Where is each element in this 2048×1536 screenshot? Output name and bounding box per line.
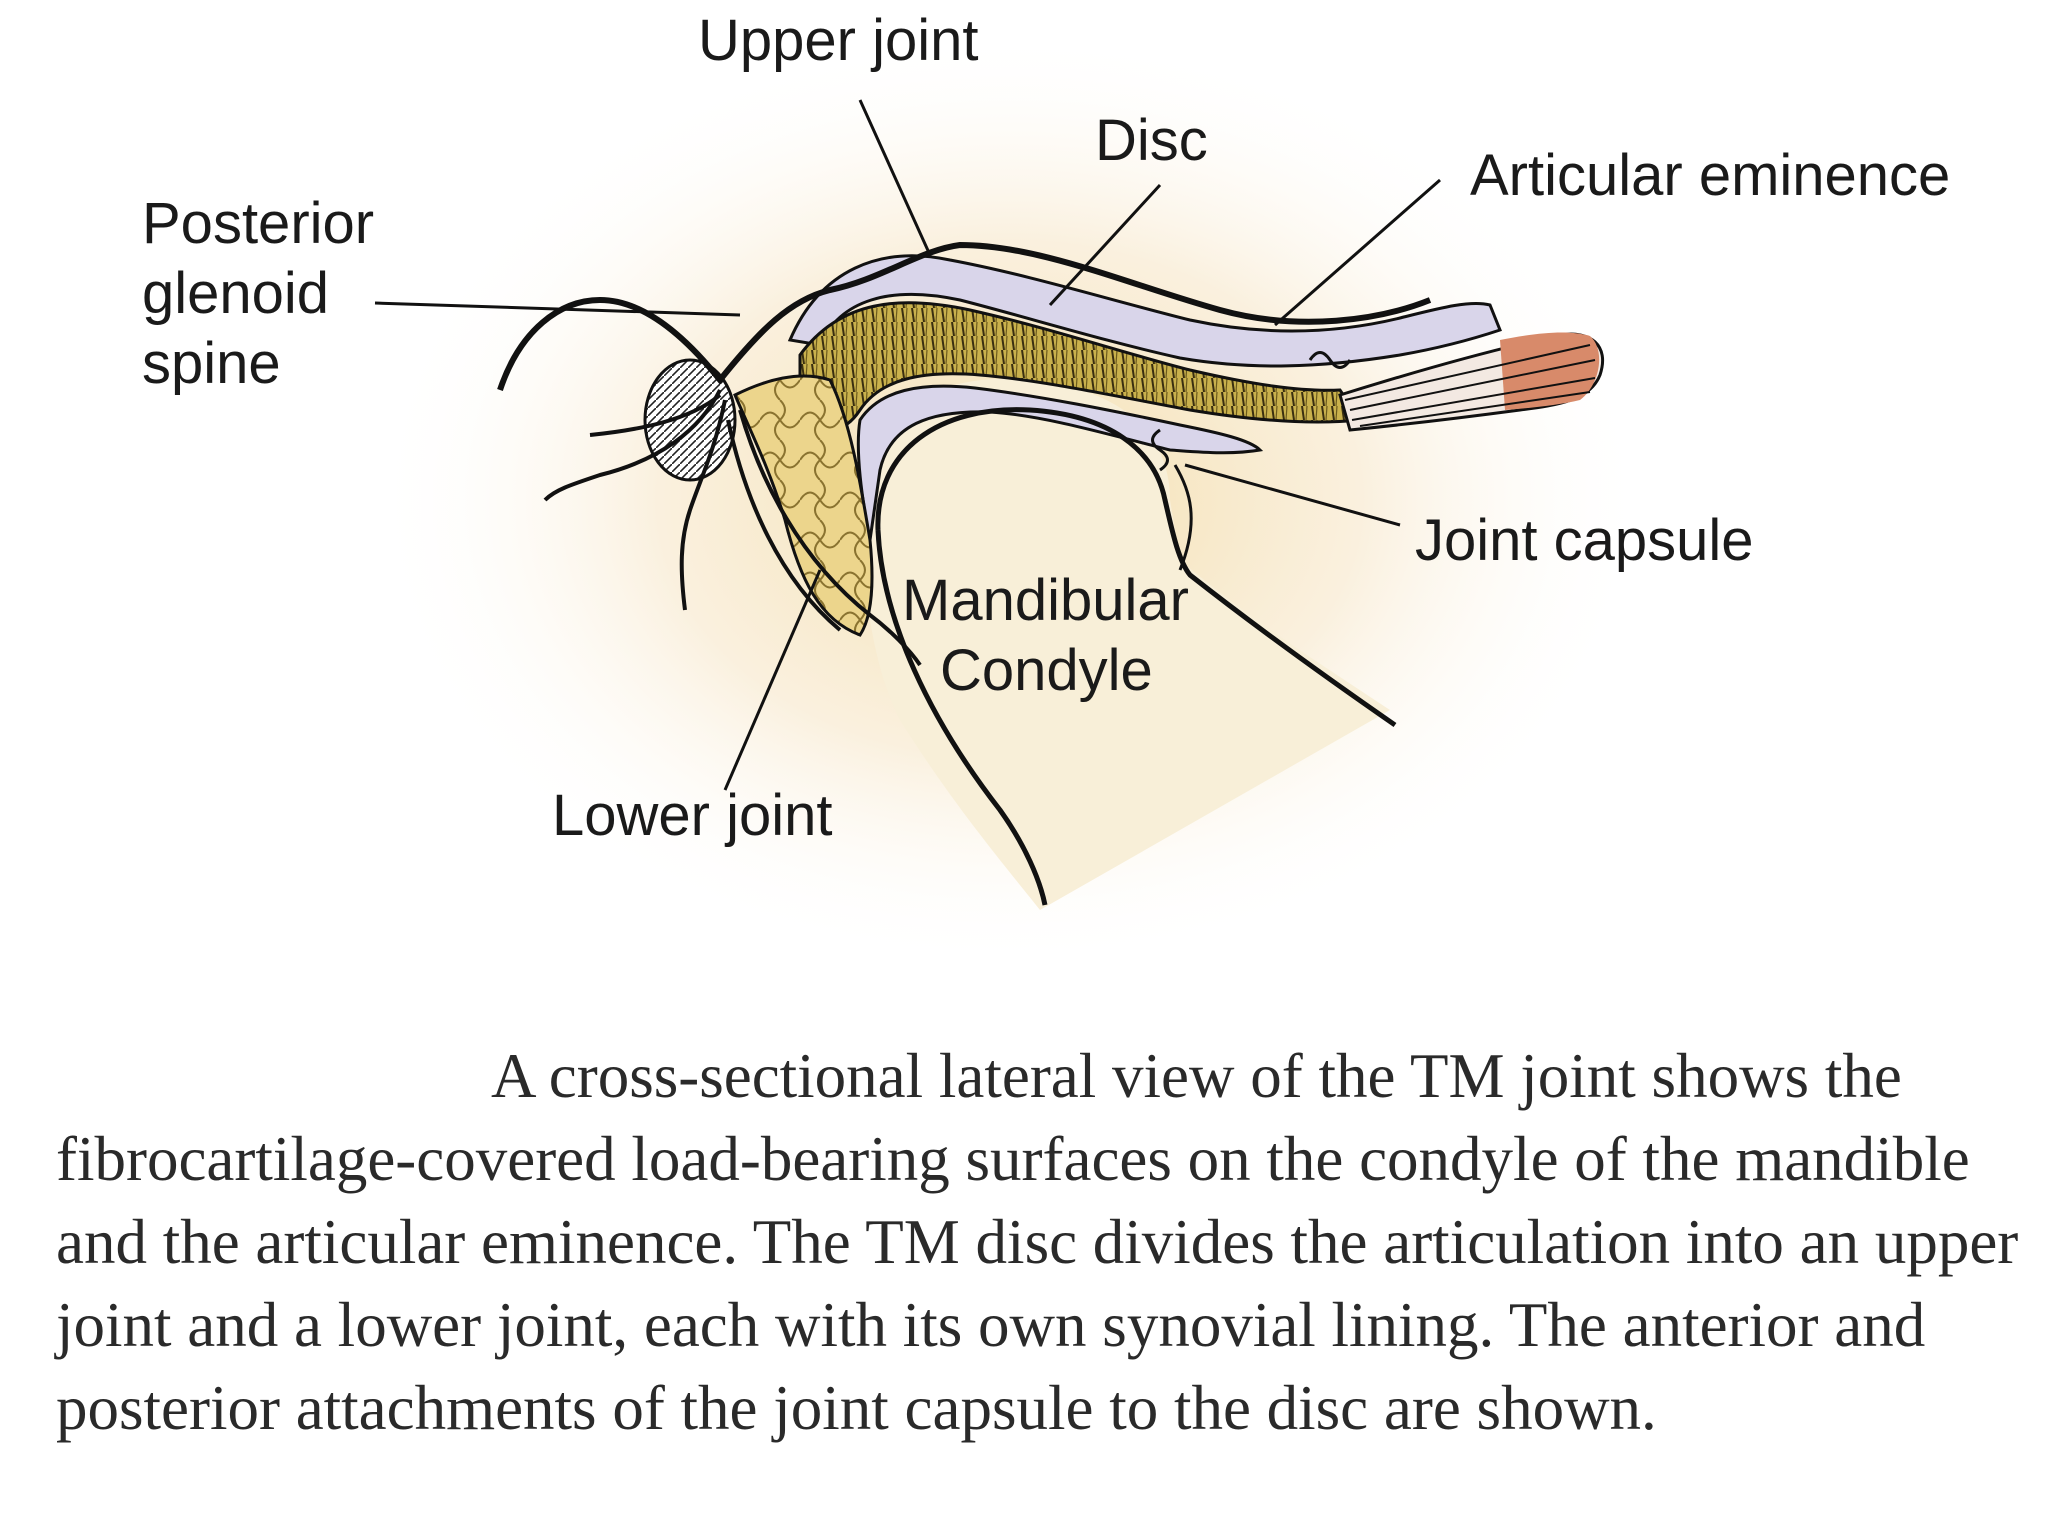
label-joint-capsule: Joint capsule [1415, 508, 1754, 573]
label-mandibular-line2: Condyle [940, 638, 1153, 703]
upper-joint-space [787, 254, 1502, 368]
leader-posterior-spine [374, 301, 741, 317]
lower-joint-space [856, 384, 1264, 541]
label-lower-joint: Lower joint [552, 783, 832, 848]
figure-caption: A cross-sectional lateral view of the TM… [56, 1041, 2019, 1443]
label-disc: Disc [1095, 108, 1208, 173]
leader-upper-joint [858, 99, 932, 256]
temporal-bone-outline [497, 241, 1432, 391]
leader-lines [374, 99, 1441, 791]
capsule-posterior-line [1173, 464, 1193, 571]
leader-disc [1048, 183, 1162, 307]
label-upper-joint: Upper joint [698, 8, 978, 73]
tmj-illustration: Upper joint Disc Articular eminence Post… [142, 8, 1950, 970]
label-articular-eminence: Articular eminence [1470, 143, 1950, 208]
label-posterior-line2: glenoid [142, 261, 329, 326]
posterior-strands [543, 389, 922, 667]
condyle-outline [875, 407, 1397, 728]
leader-articular-eminence [1274, 178, 1441, 327]
label-mandibular-line1: Mandibular [902, 568, 1189, 633]
condyle-bone [859, 378, 1390, 910]
label-posterior-line1: Posterior [142, 191, 374, 256]
tmj-diagram: Upper joint Disc Articular eminence Post… [142, 8, 1950, 970]
capsule-fold-anterior [1151, 351, 1352, 472]
mandible-ramus [875, 529, 1048, 906]
label-posterior-line3: spine [142, 331, 281, 396]
articular-disc [798, 301, 1363, 430]
muscle-fibers [1344, 344, 1596, 427]
leader-joint-capsule [1184, 463, 1401, 527]
leader-lower-joint [723, 569, 822, 791]
